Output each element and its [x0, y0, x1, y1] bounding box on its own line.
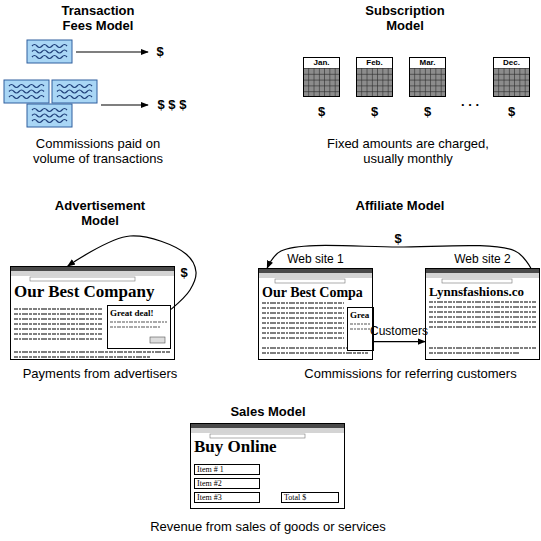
calendar-sheet — [303, 57, 340, 97]
calendar-sheet — [356, 57, 393, 97]
edge-label: $ — [180, 266, 187, 280]
browser-body — [10, 266, 175, 360]
browser-toolbar — [425, 273, 540, 278]
month-label: Mar. — [410, 58, 445, 68]
page-title: Our Best Compa — [262, 285, 363, 300]
item-field: Item #3 — [194, 492, 260, 503]
model-heading: Transaction Fees Model — [50, 3, 146, 33]
calendar-grid — [303, 68, 340, 97]
commission-arrow — [267, 245, 531, 268]
item-field: Item # 1 — [194, 464, 260, 475]
calendar-sheet — [493, 57, 530, 97]
transaction-document — [4, 80, 49, 103]
month-label: Feb. — [357, 58, 392, 68]
ad-text: Grea — [348, 308, 373, 320]
referral-arrow — [373, 341, 425, 342]
money-sign: $ — [303, 104, 340, 119]
model-heading: Advertisement Model — [45, 198, 155, 228]
item-label: Item #3 — [195, 493, 259, 502]
calendar-page: Jan. — [303, 57, 340, 97]
page-title: Lynnsfashions.co — [429, 285, 524, 299]
edge-label: $ — [394, 232, 401, 246]
total-field: Total $ — [281, 492, 339, 503]
calendar-grid — [493, 68, 530, 97]
popup-button — [150, 337, 165, 343]
ellipsis: . . . — [450, 94, 490, 109]
browser-toolbar — [258, 273, 373, 278]
transaction-document — [27, 40, 72, 63]
money-sign: $ — [150, 44, 170, 59]
calendar-grid — [493, 68, 530, 97]
popup-ad: Great deal! — [107, 305, 171, 349]
browser-address-bar — [30, 277, 135, 281]
popup-body — [347, 307, 373, 351]
popup-body — [107, 305, 171, 349]
transaction-document — [52, 80, 97, 103]
browser-address-bar — [275, 279, 345, 283]
browser-window: Our Best CompanyGreat deal! — [10, 266, 175, 360]
calendar-grid — [409, 68, 446, 97]
page-title: Buy Online — [194, 438, 277, 457]
calendar-grid — [356, 68, 393, 97]
model-caption: Payments from advertisers — [0, 366, 200, 381]
item-field: Item #2 — [194, 478, 260, 489]
item-label: Total $ — [282, 493, 338, 502]
money-sign: $ $ $ — [150, 97, 194, 112]
browser-toolbar — [10, 271, 175, 276]
calendar-grid — [356, 68, 393, 97]
popup-text-lines — [110, 322, 167, 327]
money-sign: $ — [356, 104, 393, 119]
calendar-grid — [303, 68, 340, 97]
money-sign: $ — [493, 104, 530, 119]
browser-window: Web site 2Lynnsfashions.co — [425, 268, 540, 360]
model-caption: Commissions paid on volume of transactio… — [18, 136, 178, 166]
popup-ad: Grea — [347, 307, 374, 351]
edge-label: Customers — [370, 324, 428, 338]
connector-group — [68, 236, 531, 342]
browser-window: Web site 1Our Best CompaGrea — [258, 268, 373, 360]
model-heading: Subscription Model — [355, 3, 455, 33]
month-label: Jan. — [304, 58, 339, 68]
browser-body — [258, 268, 373, 360]
item-label: Item # 1 — [195, 465, 259, 474]
transaction-document — [27, 104, 72, 127]
calendar-sheet — [409, 57, 446, 97]
calendar-page: Mar. — [409, 57, 446, 97]
page-title: Our Best Company — [14, 283, 154, 302]
model-heading: Affiliate Model — [355, 198, 445, 213]
popup-text-lines — [350, 324, 371, 329]
model-caption: Commissions for referring customers — [280, 366, 541, 381]
model-caption: Revenue from sales of goods or services — [118, 519, 418, 534]
browser-body — [190, 423, 345, 509]
browser-toolbar — [190, 428, 345, 433]
calendar-page: Dec. — [493, 57, 530, 97]
site-name: Web site 1 — [249, 252, 382, 266]
model-caption: Fixed amounts are charged, usually month… — [318, 136, 498, 166]
money-sign: $ — [409, 104, 446, 119]
item-label: Item #2 — [195, 479, 259, 488]
browser-body — [425, 268, 540, 360]
calendar-grid — [409, 68, 446, 97]
model-heading: Sales Model — [188, 404, 348, 419]
month-label: Dec. — [494, 58, 529, 68]
payment-arrow — [76, 51, 148, 52]
site-name: Web site 2 — [416, 252, 541, 266]
payment-arrow — [68, 236, 196, 310]
ad-text: Great deal! — [108, 306, 170, 318]
browser-address-bar — [442, 279, 512, 283]
browser-window: Buy OnlineItem # 1 Item #2 Item #3 Total $ — [190, 423, 345, 509]
page-text-lines — [429, 302, 536, 353]
calendar-page: Feb. — [356, 57, 393, 97]
payment-arrow — [101, 104, 148, 105]
